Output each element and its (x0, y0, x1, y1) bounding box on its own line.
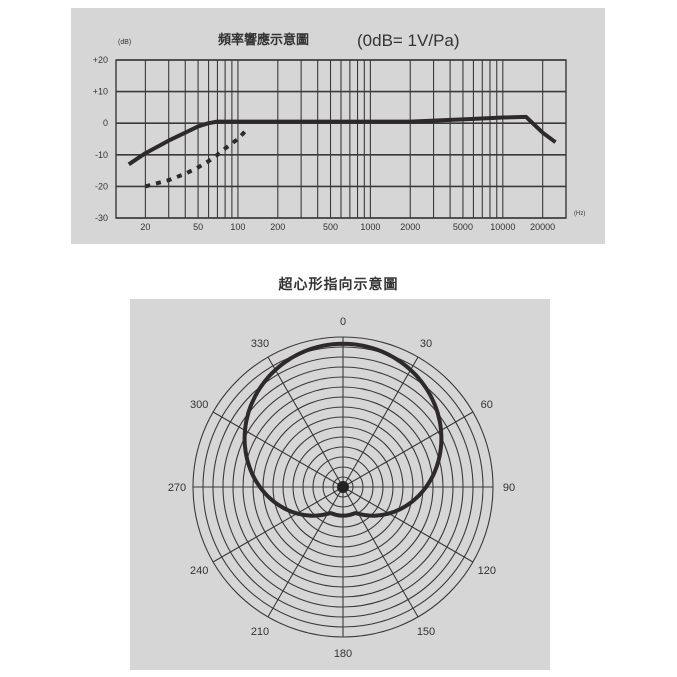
grid (115, 59, 567, 219)
polar-grid (192, 336, 494, 638)
low-cut-line (144, 126, 250, 189)
x-tick-label: 200 (270, 222, 285, 232)
x-tick-label: 20 (140, 222, 150, 232)
x-tick-label: 50 (193, 222, 203, 232)
polar-spoke (342, 486, 474, 563)
angle-label: 120 (478, 565, 496, 577)
x-tick-label: 100 (230, 222, 245, 232)
angle-label: 60 (481, 399, 493, 411)
polar-spoke (212, 411, 344, 488)
tick-labels: +20 +10 0 -10 -20 -30 20 50 100 200 500 1000 2000 500… (93, 55, 555, 232)
y-axis-unit-label: (dB) (118, 39, 131, 46)
x-tick-label: 20000 (530, 222, 555, 232)
chart-subtitle: (0dB= 1V/Pa) (357, 31, 460, 50)
x-tick-label: 500 (323, 222, 338, 232)
polar-spoke (267, 486, 344, 618)
polar-spoke (342, 356, 419, 488)
y-tick-label: +20 (93, 55, 108, 65)
polar-pattern-line (242, 341, 444, 518)
x-tick-label: 2000 (400, 222, 420, 232)
center-dot (337, 481, 349, 493)
y-tick-label: -20 (95, 181, 108, 191)
polar-spoke (267, 356, 344, 488)
angle-label: 270 (168, 482, 186, 494)
frequency-response-chart: (dB) 頻率響應示意圖 (0dB= 1V/Pa) (Hz) +20 +10 0 -1… (93, 31, 586, 232)
y-tick-label: +10 (93, 87, 108, 97)
angle-label: 300 (190, 399, 208, 411)
data-series (127, 114, 557, 189)
polar-spoke (212, 486, 344, 563)
angle-label: 180 (334, 648, 352, 660)
angle-label: 90 (503, 482, 515, 494)
frequency-response-panel: (dB) 頻率響應示意圖 (0dB= 1V/Pa) (Hz) +20 +10 0 -1… (71, 8, 605, 244)
x-tick-label: 10000 (490, 222, 515, 232)
y-tick-label: 0 (103, 118, 108, 128)
polar-pattern-chart: 0 30 60 90 120 150 180 210 240 270 300 330 (168, 316, 515, 660)
angle-label: 240 (190, 565, 208, 577)
polar-spoke (342, 411, 474, 488)
y-tick-label: -30 (95, 213, 108, 223)
y-tick-label: -10 (95, 150, 108, 160)
chart-title: 頻率響應示意圖 (218, 32, 309, 48)
angle-label: 30 (420, 338, 432, 350)
angle-label: 330 (251, 338, 269, 350)
angle-label: 150 (417, 626, 435, 638)
x-axis-unit-label: (Hz) (574, 211, 585, 217)
x-tick-label: 5000 (453, 222, 473, 232)
angle-label: 0 (340, 316, 346, 328)
polar-pattern-curve (242, 341, 444, 518)
polar-chart-title: 超心形指向示意圖 (278, 277, 399, 293)
angle-label: 210 (251, 626, 269, 638)
frequency-response-line (127, 114, 557, 166)
polar-pattern-panel: 0 30 60 90 120 150 180 210 240 270 300 330 (130, 299, 550, 670)
x-tick-label: 1000 (360, 222, 380, 232)
polar-spoke (342, 486, 419, 618)
angle-labels: 0 30 60 90 120 150 180 210 240 270 300 330 (168, 316, 515, 660)
